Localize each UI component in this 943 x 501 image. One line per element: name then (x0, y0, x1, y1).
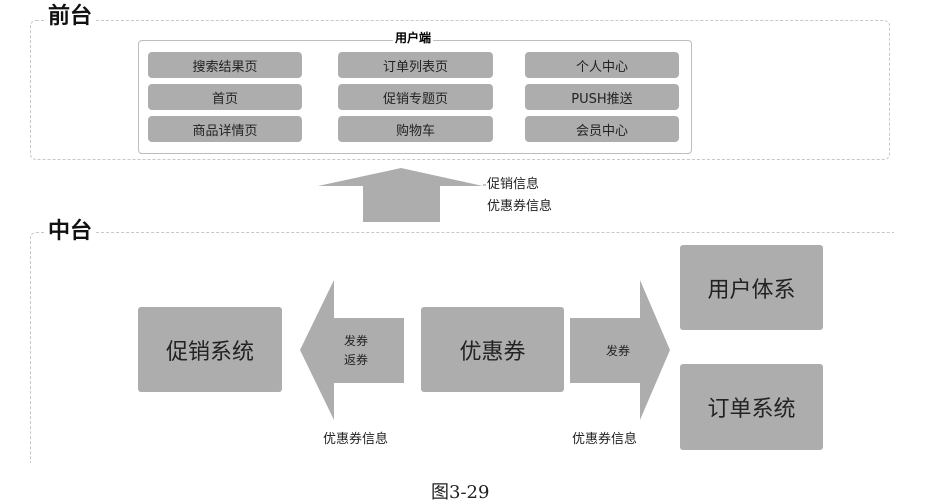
promotion-system-box: 促销系统 (138, 307, 282, 392)
up-arrow (318, 168, 483, 222)
page-cart: 购物车 (338, 116, 493, 142)
left-arrow (300, 280, 404, 420)
left-arrow-text-1: 发券 (343, 334, 368, 348)
up-arrow-label-1: 促销信息 (487, 177, 540, 192)
right-arrow-caption: 优惠券信息 (572, 432, 638, 447)
front-label: 前台 (46, 4, 95, 30)
right-arrow (570, 280, 670, 420)
middle-section-border (30, 232, 894, 463)
page-home: 首页 (148, 84, 302, 110)
page-promo-topic: 促销专题页 (338, 84, 493, 110)
middle-label: 中台 (46, 219, 95, 245)
user-system-box: 用户体系 (680, 245, 823, 330)
figure-caption: 图3-29 (431, 482, 490, 501)
page-member-center: 会员中心 (525, 116, 679, 142)
page-search-results: 搜索结果页 (148, 52, 302, 78)
up-arrow-label-2: 优惠券信息 (487, 199, 553, 214)
order-system-box: 订单系统 (680, 364, 823, 450)
client-title: 用户端 (393, 30, 434, 46)
front-section (30, 20, 890, 160)
coupon-box: 优惠券 (421, 307, 564, 392)
page-push: PUSH推送 (525, 84, 679, 110)
left-arrow-caption: 优惠券信息 (323, 432, 389, 447)
page-order-list: 订单列表页 (338, 52, 493, 78)
right-arrow-text: 发券 (605, 344, 630, 358)
page-product-detail: 商品详情页 (148, 116, 302, 142)
page-personal-center: 个人中心 (525, 52, 679, 78)
left-arrow-text-2: 返券 (343, 353, 368, 367)
